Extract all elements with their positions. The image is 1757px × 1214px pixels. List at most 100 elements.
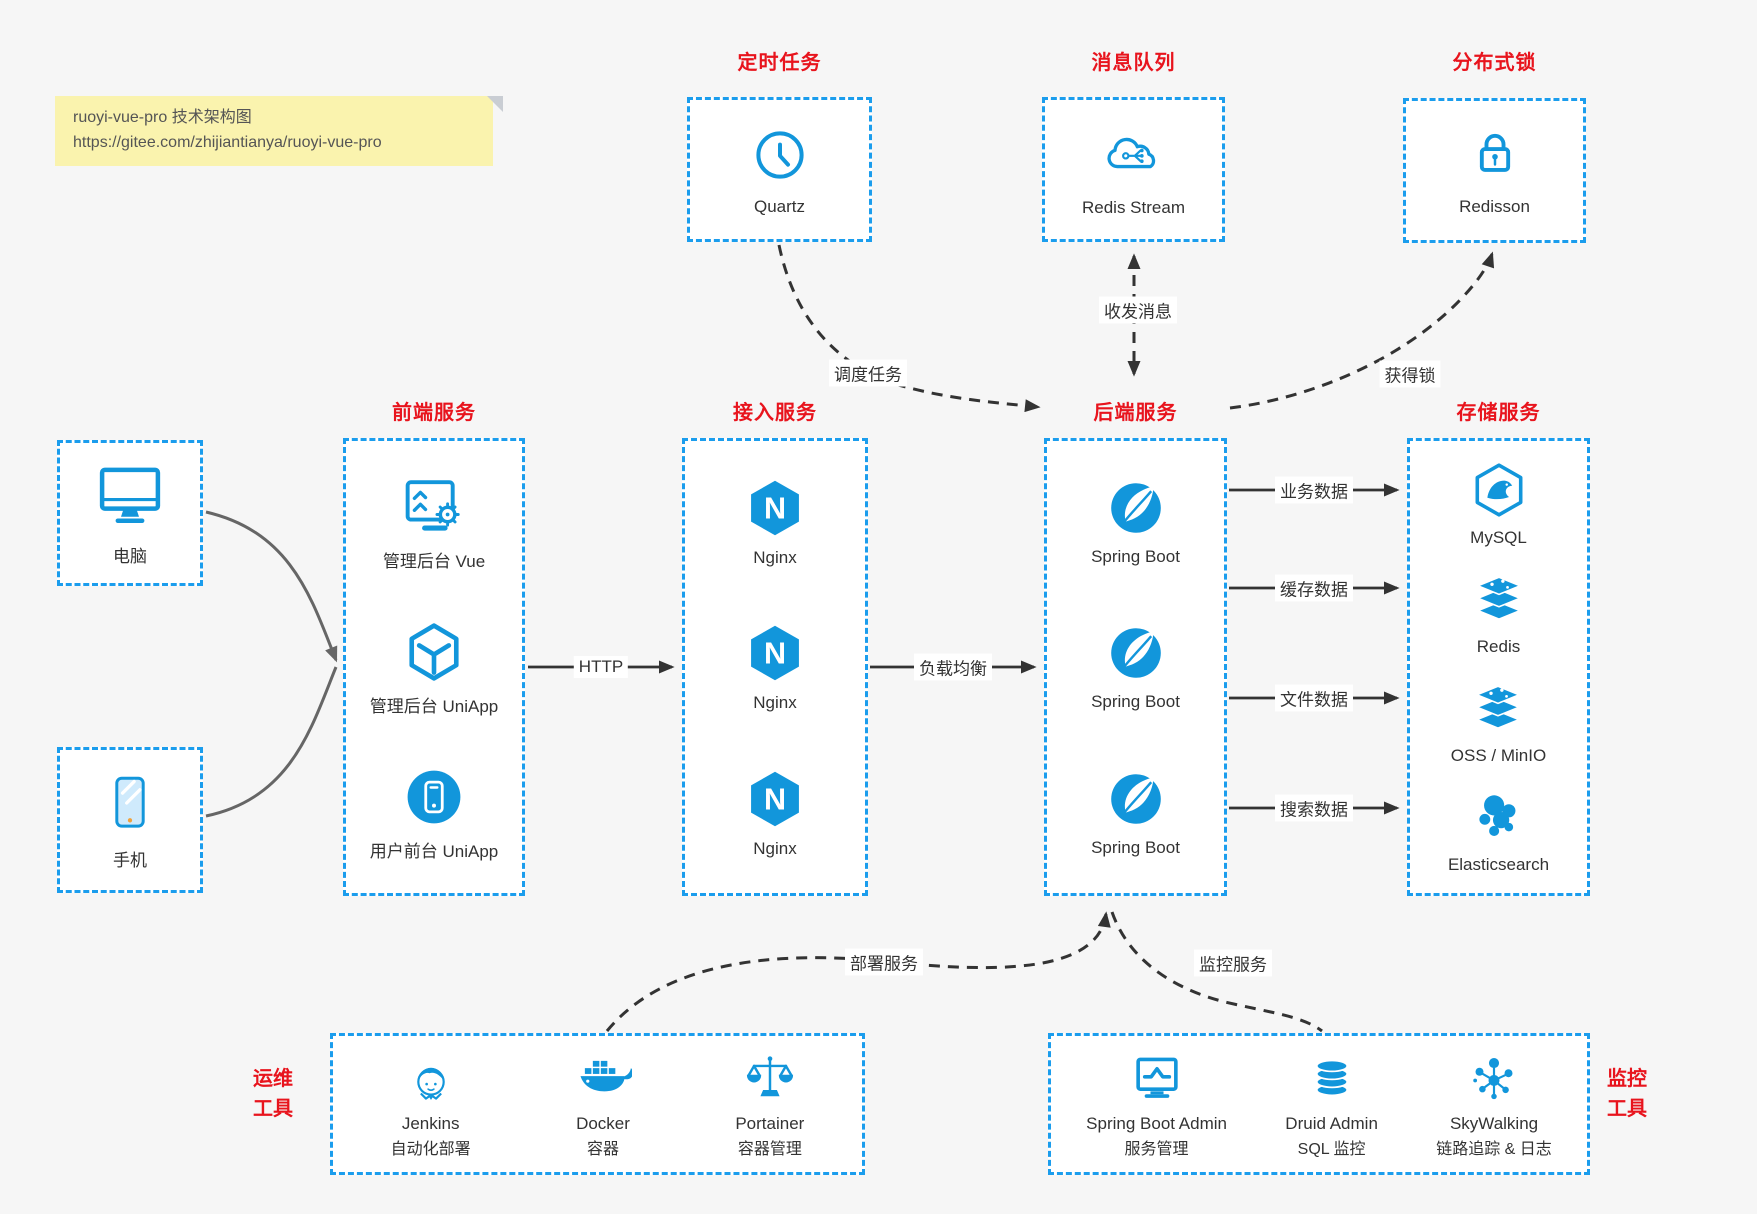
edge-label-load-balance: 负载均衡 [914, 653, 992, 681]
monitoring-tools-box: Spring Boot Admin 服务管理 Druid Admin SQL 监… [1048, 1033, 1590, 1175]
mobile-client-label: 手机 [113, 850, 147, 870]
cloud-mq-icon [1106, 137, 1155, 168]
redisson-label: Redisson [1459, 196, 1530, 216]
user-uniapp-label: 用户前台 UniApp [369, 841, 499, 861]
ops-item-portainer: Portainer 容器管理 [735, 1050, 804, 1159]
nginx-label-2: Nginx [753, 693, 797, 713]
jenkins-icon [416, 1066, 445, 1101]
arrow-pc-to-frontend [205, 510, 338, 663]
spring-boot-label-1: Spring Boot [1091, 547, 1180, 567]
edge-label-deploy: 部署服务 [845, 948, 923, 976]
arrow-schedule-task [777, 244, 1041, 413]
admin-vue-icon [405, 480, 461, 533]
jenkins-name: Jenkins [401, 1113, 460, 1133]
desktop-icon [94, 460, 166, 532]
arrow-phone-to-frontend [205, 666, 338, 818]
backend-item-spring-boot-1: Spring Boot [1091, 476, 1180, 567]
spring-boot-label-2: Spring Boot [1091, 692, 1180, 712]
elasticsearch-icon [1479, 795, 1516, 836]
edge-label-monitor: 监控服务 [1194, 949, 1272, 977]
frontend-item-admin-uniapp: 管理后台 UniApp [370, 619, 498, 717]
sba-name: Spring Boot Admin [1086, 1113, 1227, 1133]
redis-stream-box: Redis Stream [1042, 97, 1225, 242]
redis-label: Redis [1476, 637, 1521, 656]
gateway-item-nginx-2: Nginx [742, 620, 808, 713]
nginx-icon [751, 626, 799, 681]
edge-label-http: HTTP [573, 656, 629, 678]
docker-icon [580, 1060, 632, 1091]
sticky-note: ruoyi-vue-pro 技术架构图 https://gitee.com/zh… [55, 96, 503, 166]
skywalking-desc: 链路追踪 & 日志 [1436, 1140, 1552, 1158]
clock-icon [755, 130, 804, 179]
quartz-label: Quartz [753, 196, 806, 216]
nginx-label-1: Nginx [753, 548, 797, 568]
admin-uniapp-label: 管理后台 UniApp [369, 696, 499, 716]
portainer-name: Portainer [735, 1113, 805, 1133]
storage-item-redis: Redis [1468, 568, 1530, 657]
sba-monitor-icon [1135, 1057, 1178, 1100]
group-title-scheduled-task: 定时任务 [737, 52, 822, 74]
portainer-desc: 容器管理 [737, 1140, 802, 1158]
storage-box: MySQL Redis OSS / MinIO Elasticsearch [1407, 438, 1590, 896]
column-title-gateway: 接入服务 [733, 402, 817, 424]
backend-box: Spring Boot Spring Boot Spring Boot [1044, 438, 1227, 896]
oss-minio-label: OSS / MinIO [1450, 746, 1547, 765]
druid-name: Druid Admin [1285, 1113, 1378, 1133]
portainer-icon [746, 1054, 794, 1097]
gateway-box: Nginx Nginx Nginx [682, 438, 868, 896]
gateway-item-nginx-1: Nginx [742, 475, 808, 568]
user-uniapp-icon [406, 768, 462, 825]
docker-desc: 容器 [586, 1140, 619, 1158]
gateway-item-nginx-3: Nginx [742, 766, 808, 859]
edge-label-file-data: 文件数据 [1275, 684, 1353, 712]
ops-item-jenkins: Jenkins 自动化部署 [391, 1050, 471, 1159]
quartz-box: Quartz [687, 97, 872, 242]
redisson-box: Redisson [1403, 98, 1586, 243]
note-url: https://gitee.com/zhijiantianya/ruoyi-vu… [73, 133, 382, 151]
nginx-icon [751, 480, 799, 536]
ops-tools-box: Jenkins 自动化部署 Docker 容器 Portainer 容器管理 [330, 1033, 865, 1175]
pc-client-box: 电脑 [57, 440, 203, 586]
spring-boot-icon [1109, 772, 1162, 825]
mobile-client-box: 手机 [57, 747, 203, 893]
sba-desc: 服务管理 [1124, 1140, 1189, 1158]
skywalking-icon [1472, 1056, 1514, 1100]
mysql-label: MySQL [1470, 528, 1527, 547]
column-title-frontend: 前端服务 [392, 402, 476, 424]
lock-icon [1479, 133, 1510, 172]
storage-item-oss-minio: OSS / MinIO [1451, 677, 1546, 766]
edge-label-search-data: 搜索数据 [1275, 794, 1353, 822]
backend-item-spring-boot-3: Spring Boot [1091, 767, 1180, 858]
monitoring-item-sba: Spring Boot Admin 服务管理 [1086, 1050, 1227, 1159]
jenkins-desc: 自动化部署 [390, 1140, 471, 1158]
column-title-storage: 存储服务 [1456, 402, 1541, 424]
monitoring-tools-title: 监控工具 [1607, 1068, 1647, 1120]
edge-label-schedule: 调度任务 [829, 359, 907, 387]
spring-boot-label-3: Spring Boot [1091, 837, 1180, 857]
storage-item-elasticsearch: Elasticsearch [1448, 786, 1549, 875]
uniapp-cube-icon [401, 619, 467, 685]
monitoring-item-druid: Druid Admin SQL 监控 [1285, 1050, 1378, 1159]
group-title-message-queue: 消息队列 [1091, 52, 1176, 74]
nginx-label-3: Nginx [753, 838, 797, 858]
group-title-distributed-lock: 分布式锁 [1452, 52, 1537, 74]
admin-vue-label: 管理后台 Vue [382, 552, 486, 572]
edge-label-cache-data: 缓存数据 [1275, 574, 1353, 602]
oss-minio-icon [1476, 685, 1521, 729]
note-title: ruoyi-vue-pro 技术架构图 [73, 109, 252, 126]
edge-label-lock: 获得锁 [1379, 360, 1441, 388]
spring-boot-icon [1109, 482, 1162, 535]
redis-stack-icon [1476, 576, 1521, 620]
spring-boot-icon [1109, 627, 1162, 680]
ops-tools-title: 运维工具 [253, 1068, 293, 1120]
docker-name: Docker [576, 1113, 630, 1133]
pc-client-label: 电脑 [113, 546, 147, 566]
druid-db-icon [1315, 1059, 1348, 1096]
frontend-item-admin-vue: 管理后台 Vue [383, 472, 485, 572]
note-fold-corner [487, 96, 503, 112]
column-title-backend: 后端服务 [1093, 402, 1178, 424]
druid-desc: SQL 监控 [1297, 1140, 1366, 1158]
edge-label-message: 收发消息 [1099, 296, 1177, 324]
nginx-icon [751, 771, 799, 827]
